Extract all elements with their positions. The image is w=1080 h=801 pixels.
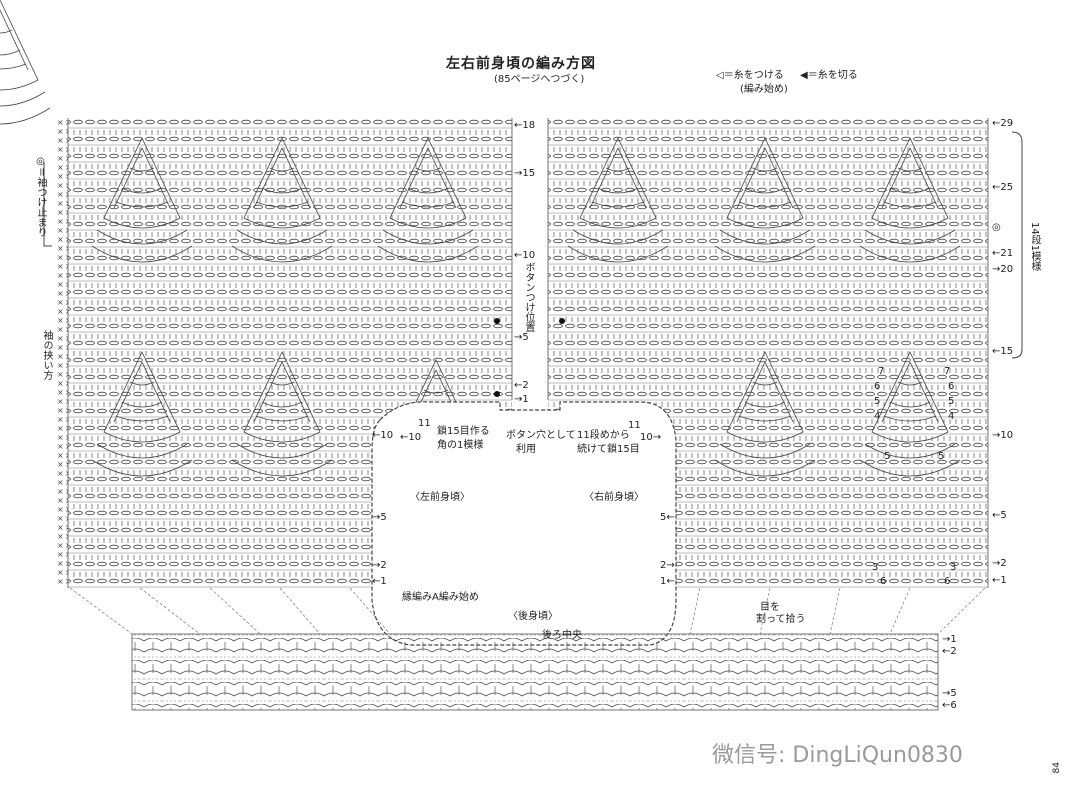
row-number: 1← [660,576,675,587]
row-number: →15 [514,168,536,179]
row-number: ←2 [514,380,529,391]
diagram-subtitle: (85ページへつづく) [494,74,585,85]
center-opening [371,401,677,646]
button-hole-label: ボタン穴として [506,430,576,441]
row-number: ←29 [992,118,1014,129]
row-number: ←15 [992,346,1014,357]
row-number: →2 [992,558,1007,569]
motif-number: 3 [950,562,957,573]
row-number: 10→ [640,432,662,443]
row-number: ←10 [514,250,536,261]
motif-number: 5 [938,451,945,462]
watermark: 微信号: DingLiQun0830 [712,743,963,768]
sleeve-stop-mark: ◎ [992,222,1001,233]
motif-number: 7 [944,366,951,377]
row-number: 5← [660,512,675,523]
page-number: 84 [1052,762,1062,774]
sleeve-attach-label: 袖の挟い方 [41,330,52,380]
motif-number: 6 [944,576,951,587]
pineapple-motifs [0,0,961,485]
row-number: →2 [372,560,387,571]
repeat-label: 14段1模様 [1029,222,1040,272]
motif-number: 5 [884,451,891,462]
bottom-border [131,633,939,711]
back-label: 〈後身頃〉 [508,611,558,622]
row-number: ←2 [942,646,957,657]
row-number: ←21 [992,248,1014,259]
motif-number: 6 [948,381,955,392]
motif-number: 7 [878,366,885,377]
row-number: →5 [514,332,529,343]
corner-label: 角の1模様 [437,440,484,451]
row-number: ←6 [942,700,957,711]
row-number: ←1 [992,575,1007,586]
motif-number: 6 [874,381,881,392]
motif-number: 6 [880,576,887,587]
edge-start-label: 縁編みA編み始め [402,592,479,603]
row-number: →5 [372,512,387,523]
motif-number: 5 [948,396,955,407]
row-number: 11 [418,418,431,429]
repeat-bracket [1011,131,1023,359]
row-number: 11 [628,420,641,431]
pick-label-1: 目を [760,602,780,613]
row-number: ←5 [992,510,1007,521]
row-number: ←10 [372,430,394,441]
row-number: →10 [992,430,1014,441]
sleeve-stop-label: ◎＝袖つけ止まり [35,156,46,237]
row-number: ←25 [992,182,1014,193]
legend-start: (編み始め) [740,84,788,95]
row-number: ←18 [514,120,536,131]
row-number: ←1 [372,576,387,587]
chain15-label: 鎖15目作る [437,426,490,437]
motif-number: 4 [874,411,881,422]
right-front-label: 〈右前身頃〉 [584,492,644,503]
row-number: →1 [942,634,957,645]
diagram-title: 左右前身頃の編み方図 [446,56,596,72]
fan-lines [69,587,986,635]
left-front-panel [58,118,513,588]
pick-label-2: 割って拾う [756,614,806,625]
motif-number: 5 [874,396,881,407]
motif-number: 3 [872,562,879,573]
row-number: 2→ [660,560,675,571]
from11-label: 11段めから [577,430,630,441]
row-number: ←10 [400,432,422,443]
button-markers [494,318,565,397]
legend-cut: ◀＝糸を切る [800,70,858,81]
center-back-label: 後ろ中央 [542,630,582,641]
row-number: →5 [942,688,957,699]
legend-attach: ◁＝糸をつける [716,70,784,81]
cont15-label: 続けて鎖15目 [577,444,640,455]
sleeve-bracket [43,162,52,247]
use-label: 利用 [516,444,536,455]
motif-number: 4 [948,411,955,422]
button-position-label: ボタンつけ位置 [523,262,534,332]
row-number: →1 [514,394,529,405]
row-number: →20 [992,264,1014,275]
left-front-label: 〈左前身頃〉 [410,492,470,503]
